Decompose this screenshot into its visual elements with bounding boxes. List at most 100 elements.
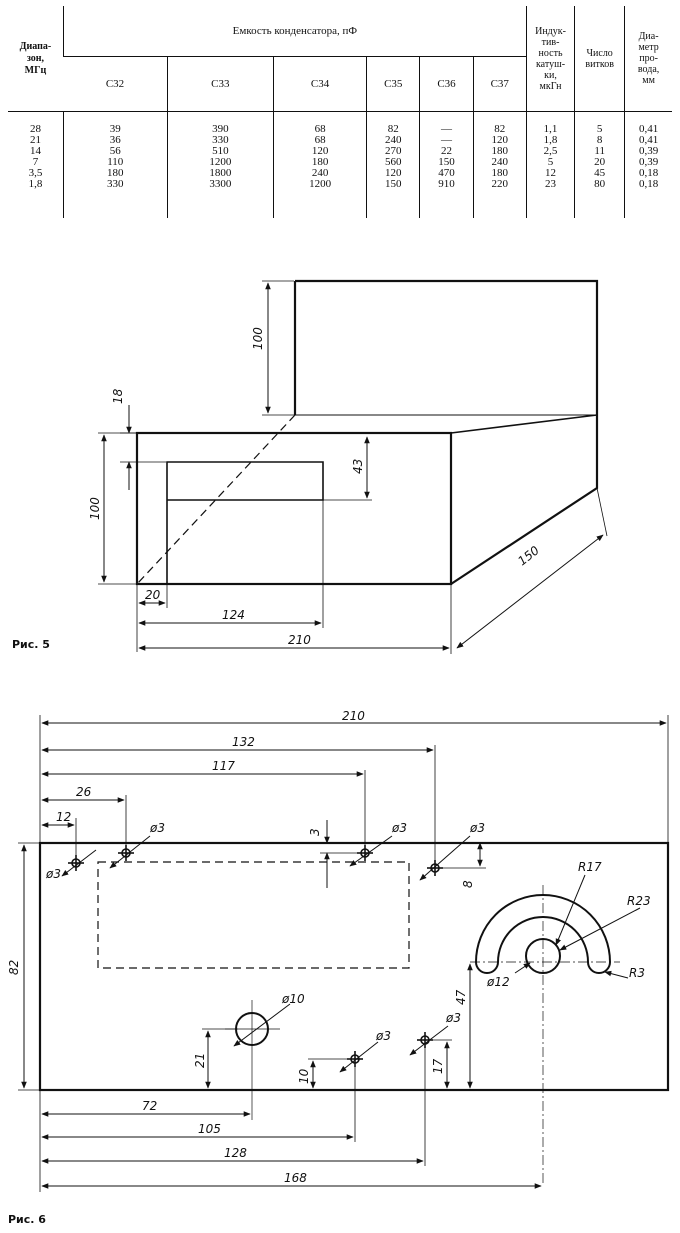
table-cell: 23 bbox=[545, 178, 557, 190]
table-cell: 1200 bbox=[309, 178, 332, 190]
table-cell: 1,8 bbox=[543, 134, 558, 146]
table-cell: 1,8 bbox=[28, 178, 43, 190]
table-cell: 22 bbox=[441, 145, 453, 157]
table-cell: 28 bbox=[29, 123, 41, 135]
fig6-dim-132: 132 bbox=[232, 735, 255, 749]
fig6-label-phi3-d: ø3 bbox=[469, 821, 485, 835]
header-capacity: Емкость конденсатора, пФ bbox=[62, 6, 527, 57]
table-cell: 240 bbox=[491, 156, 509, 168]
table-cell: 39 bbox=[109, 123, 121, 135]
fig6-dim-117: 117 bbox=[212, 759, 235, 773]
table-cell: 21 bbox=[29, 134, 41, 146]
table-cell: 0,18 bbox=[638, 178, 659, 190]
table-cell: 910 bbox=[438, 178, 455, 190]
fig6-label-phi3-a: ø3 bbox=[45, 867, 61, 881]
table-cell: 0,41 bbox=[638, 134, 659, 146]
header-c37: C37 bbox=[472, 56, 527, 112]
header-inductance: Индук- тив- ность катуш- ки, мкГн bbox=[525, 6, 575, 112]
table-cell: 150 bbox=[438, 156, 455, 168]
table-cell: 510 bbox=[212, 145, 229, 157]
table-cell: — bbox=[441, 123, 453, 135]
fig6-label-r17: R17 bbox=[578, 860, 602, 874]
table-cell: 390 bbox=[212, 123, 229, 135]
table-cell: 240 bbox=[311, 167, 329, 179]
table-cell: 560 bbox=[385, 156, 402, 168]
spec-table: Диапа- зон, МГц Емкость конденсатора, пФ… bbox=[8, 6, 672, 218]
table-cell: 180 bbox=[491, 167, 509, 179]
fig6-dim-12: 12 bbox=[56, 810, 71, 824]
header-c35: C35 bbox=[366, 56, 420, 112]
table-cell: 82 bbox=[494, 123, 506, 135]
fig5-dim-210: 210 bbox=[288, 633, 311, 647]
header-wire: Диа- метр про- вода, мм bbox=[624, 6, 672, 112]
fig6-caption: Рис. 6 bbox=[8, 1213, 46, 1226]
fig6-label-phi3-b: ø3 bbox=[149, 821, 165, 835]
fig6-dim-17: 17 bbox=[431, 1058, 445, 1074]
fig5-dim-18: 18 bbox=[111, 388, 125, 404]
table-cell: 20 bbox=[594, 156, 606, 168]
table-cell: 3300 bbox=[209, 178, 232, 190]
table-cell: 80 bbox=[594, 178, 606, 190]
fig6-dim-128: 128 bbox=[224, 1146, 247, 1160]
fig5-dim-100-left: 100 bbox=[88, 497, 102, 520]
fig6-dim-72: 72 bbox=[142, 1099, 157, 1113]
table-cell: 1,1 bbox=[543, 123, 558, 135]
fig6-label-r3: R3 bbox=[629, 966, 645, 980]
fig5-dim-43: 43 bbox=[351, 459, 365, 474]
fig5-drawing: 100 18 43 100 20 124 210 150 bbox=[88, 279, 608, 654]
table-cell: 240 bbox=[385, 134, 402, 146]
fig6-label-phi12: ø12 bbox=[486, 975, 510, 989]
table-cell: 0,41 bbox=[638, 123, 659, 135]
table-cell: 470 bbox=[438, 167, 455, 179]
table-cell: 120 bbox=[311, 145, 329, 157]
table-cell: 0,39 bbox=[638, 145, 659, 157]
table-cell: 14 bbox=[29, 145, 41, 157]
table-cell: 1800 bbox=[209, 167, 232, 179]
table-cell: 36 bbox=[109, 134, 121, 146]
table-cell: — bbox=[441, 134, 453, 146]
table-cell: 11 bbox=[594, 145, 605, 157]
table-cell: 120 bbox=[385, 167, 402, 179]
fig6-dim-210: 210 bbox=[342, 709, 365, 723]
table-cell: 7 bbox=[32, 156, 39, 168]
table-cell: 5 bbox=[596, 123, 603, 135]
table-cell: 8 bbox=[596, 134, 603, 146]
header-turns: Число витков bbox=[574, 6, 625, 112]
fig5-dim-20: 20 bbox=[145, 588, 161, 602]
fig6-dim-82: 82 bbox=[7, 960, 21, 975]
fig6-dim-47: 47 bbox=[454, 989, 468, 1005]
fig6-dim-105: 105 bbox=[198, 1122, 221, 1136]
table-cell: 3,5 bbox=[28, 167, 43, 179]
table-cell: 2,5 bbox=[543, 145, 558, 157]
fig6-label-phi10: ø10 bbox=[281, 992, 305, 1006]
fig6-dim-168: 168 bbox=[284, 1171, 307, 1185]
table-cell: 45 bbox=[594, 167, 606, 179]
table-cell: 330 bbox=[212, 134, 229, 146]
fig6-label-phi3-c: ø3 bbox=[391, 821, 407, 835]
fig5-caption: Рис. 5 bbox=[12, 638, 50, 651]
table-cell: 180 bbox=[491, 145, 509, 157]
header-c34: C34 bbox=[272, 56, 367, 112]
fig6-dim-3: 3 bbox=[308, 828, 322, 836]
table-cell: 180 bbox=[107, 167, 124, 179]
header-c36: C36 bbox=[419, 56, 474, 112]
table-cell: 220 bbox=[491, 178, 509, 190]
table-cell: 180 bbox=[311, 156, 329, 168]
table-cell: 68 bbox=[314, 134, 326, 146]
table-cell: 120 bbox=[491, 134, 509, 146]
table-cell: 5 bbox=[547, 156, 554, 168]
fig6-dim-10: 10 bbox=[297, 1068, 311, 1084]
table-cell: 0,39 bbox=[638, 156, 659, 168]
table-cell: 330 bbox=[107, 178, 124, 190]
table-cell: 150 bbox=[385, 178, 402, 190]
